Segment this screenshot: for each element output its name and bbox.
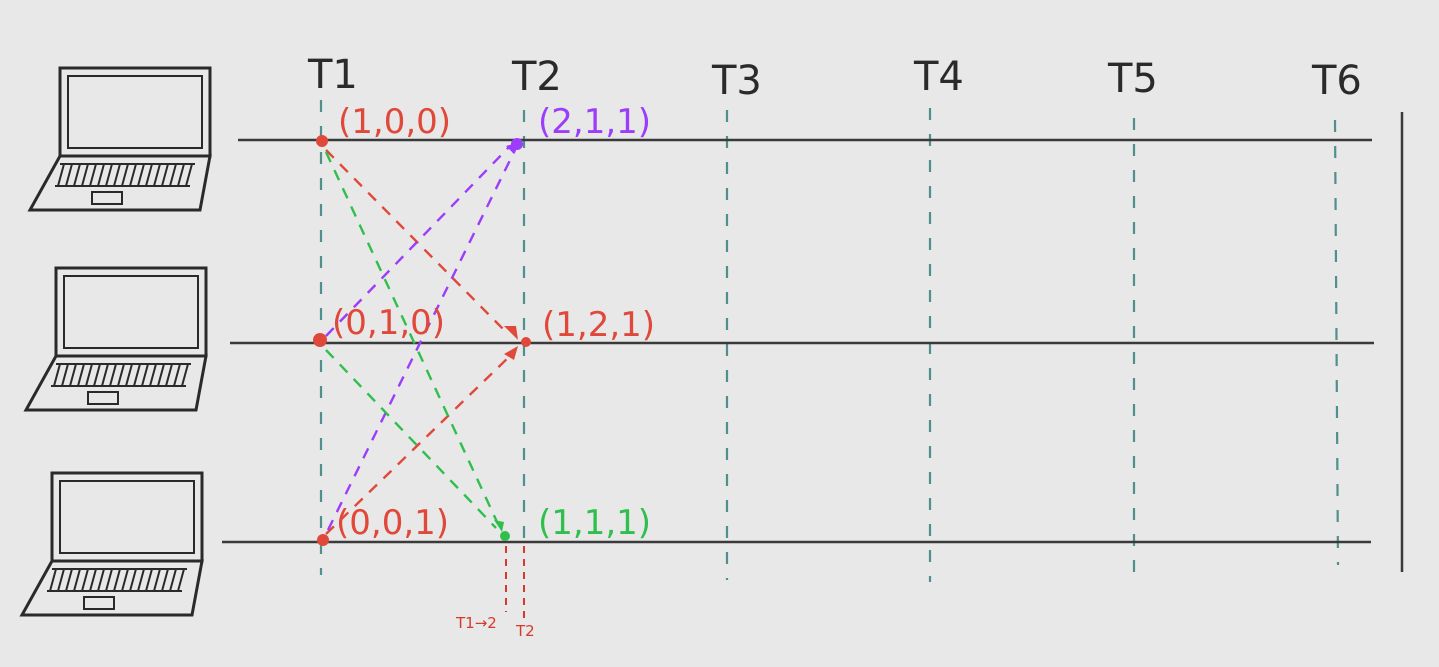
message-purple-p3-to-p1 — [326, 149, 517, 531]
vector-label-p3-t1: (0,0,1) — [336, 503, 449, 543]
arrowhead-red-2 — [504, 346, 518, 360]
message-red-p3-to-p2 — [325, 353, 513, 535]
message-green-p2-to-p3 — [325, 349, 497, 529]
message-green-p1-to-p3 — [324, 151, 500, 525]
annotation-label-right: T2 — [515, 622, 535, 640]
vector-label-p2-t1: (0,1,0) — [332, 303, 445, 343]
vector-label-p3-t2: (1,1,1) — [538, 503, 651, 543]
time-label-t1: T1 — [307, 52, 358, 98]
event-dot-p3-t1 — [317, 534, 329, 546]
time-label-t6: T6 — [1311, 58, 1362, 104]
event-dot-p1-t2 — [511, 138, 523, 150]
event-dot-p2-t1 — [313, 333, 327, 347]
event-dot-p1-t1 — [316, 135, 328, 147]
time-label-t2: T2 — [511, 54, 562, 100]
laptop-icon — [19, 471, 204, 617]
message-purple-p2-to-p1 — [325, 145, 511, 337]
time-label-t5: T5 — [1107, 56, 1158, 102]
vector-label-p1-t2: (2,1,1) — [538, 102, 651, 142]
vector-label-p2-t2: (1,2,1) — [542, 305, 655, 345]
event-dot-p3-t2 — [500, 531, 510, 541]
laptop-icon — [23, 266, 208, 412]
annotation-label-left: T1→2 — [455, 614, 497, 632]
vector-label-p1-t1: (1,0,0) — [338, 102, 451, 142]
arrowhead-green — [494, 520, 504, 532]
event-dot-p2-t2 — [521, 337, 531, 347]
time-guide-6 — [1333, 119, 1340, 566]
laptop-icon — [27, 66, 212, 212]
time-label-t3: T3 — [711, 58, 762, 104]
arrowhead-red-1 — [504, 326, 518, 340]
time-label-t4: T4 — [913, 54, 964, 100]
